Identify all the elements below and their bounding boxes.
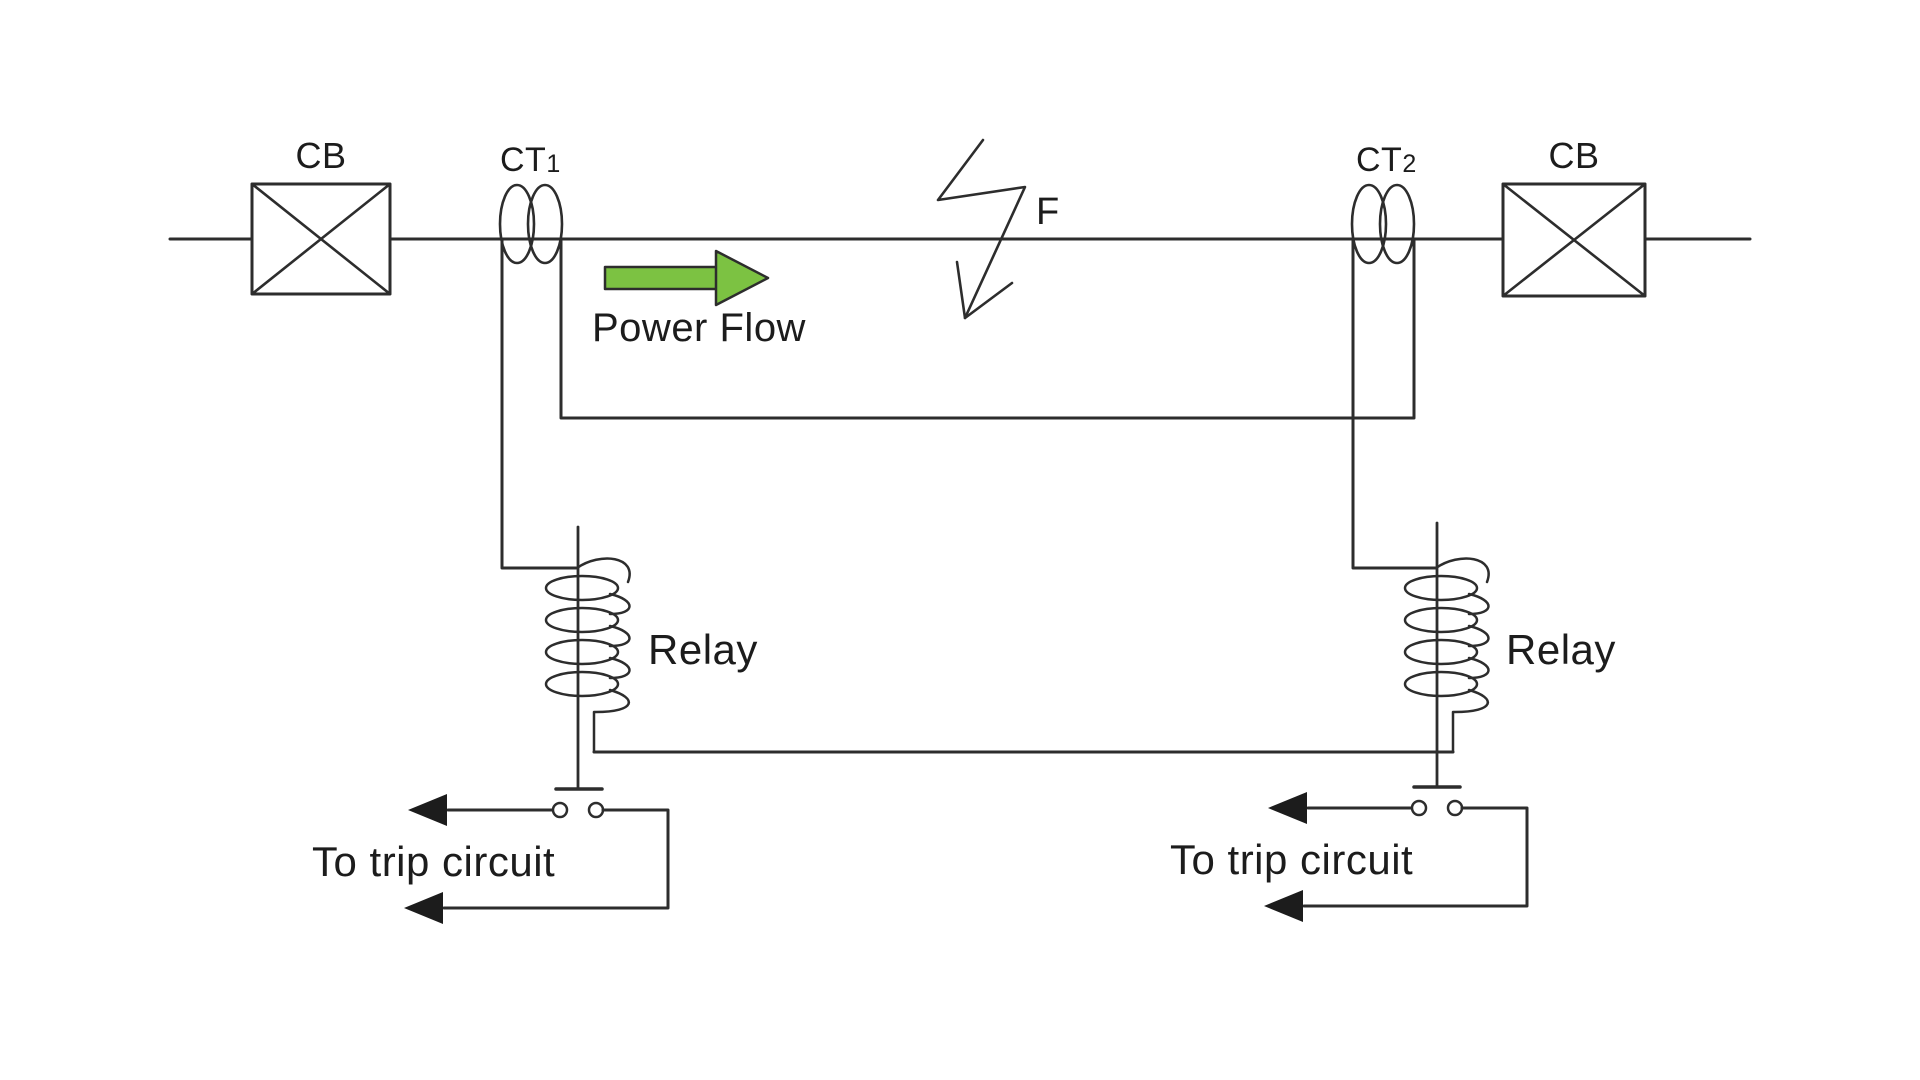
trip-right-contact-point [1446, 799, 1464, 817]
relay-left-label: Relay [648, 626, 758, 673]
trip-right-wire-lower [1302, 806, 1529, 908]
relay-right-coil-turn [1403, 670, 1479, 698]
ct1-symbol [498, 183, 564, 265]
trip-left-contact-point [551, 801, 569, 819]
trip-left-arrow-lower-icon [404, 892, 443, 924]
relay-left-coil-link [608, 624, 631, 648]
circuit-breaker-right [1501, 182, 1647, 298]
relay-right-coil-link [1467, 624, 1490, 648]
ct1-loop-right [526, 183, 564, 265]
relay-left-coil-entry [575, 557, 631, 584]
fault-bolt-arrowhead [955, 260, 1014, 320]
trip-right-contact-point [1410, 799, 1428, 817]
trip-left-contact-point [587, 801, 605, 819]
relay-right-coil-link [1467, 656, 1490, 680]
relay-right-coil-turn [1403, 574, 1479, 602]
ct2-label-subscript: 2 [1402, 150, 1416, 178]
ct2-loop-left [1350, 183, 1388, 265]
trip-right-arrow-upper-icon [1268, 792, 1307, 824]
ct1-loop-left [498, 183, 536, 265]
relay-left-coil-exit [592, 688, 630, 754]
trip-left-wire-lower [442, 808, 670, 910]
relay-left-coil-link [608, 656, 631, 680]
ct1-label-prefix: CT [500, 141, 546, 179]
ct1-ct2-secondary-link-wire [559, 237, 1416, 420]
relay-right [1403, 521, 1490, 789]
ct2-loop-right [1378, 183, 1416, 265]
trip-contact-right [1264, 792, 1529, 922]
power-flow-arrow-shaft [603, 265, 719, 291]
relay-left-coil-link [608, 592, 631, 616]
relay-left-coil-turn [544, 638, 620, 666]
trip-left-label: To trip circuit [312, 838, 555, 885]
trip-right-label: To trip circuit [1170, 836, 1413, 883]
fault-label: F [1036, 191, 1060, 233]
cb-right-cross-icon [1501, 182, 1647, 298]
relay-left [544, 525, 631, 791]
relay-right-coil-exit [1451, 688, 1489, 754]
trip-contact-left [404, 794, 670, 924]
power-flow-arrow-head [714, 249, 770, 307]
fault-bolt-icon [936, 138, 1027, 320]
relay-right-coil-icon [1403, 557, 1490, 754]
cb-left-cross-icon [250, 182, 392, 296]
cb-right-label: CB [1548, 135, 1599, 176]
ct1-label: CT1 [500, 141, 561, 179]
relay-right-coil-entry [1434, 557, 1490, 584]
power-flow-arrow-icon [603, 249, 770, 307]
ct2-label: CT2 [1356, 141, 1417, 179]
relay-left-coil-icon [544, 557, 631, 754]
circuit-breaker-left [250, 182, 392, 296]
relay-right-coil-turn [1403, 606, 1479, 634]
relay-left-coil-turn [544, 670, 620, 698]
power-flow-label: Power Flow [592, 306, 806, 350]
trip-right-arrow-lower-icon [1264, 890, 1303, 922]
cb-left-label: CB [295, 135, 346, 176]
ct1-secondary-wire-left [500, 237, 578, 570]
relay-left-coil-turn [544, 574, 620, 602]
relay-right-coil-link [1467, 592, 1490, 616]
relay-right-label: Relay [1506, 626, 1616, 673]
ct2-label-prefix: CT [1356, 141, 1402, 179]
trip-left-arrow-upper-icon [408, 794, 447, 826]
ct1-label-subscript: 1 [546, 150, 560, 178]
relay-left-coil-turn [544, 606, 620, 634]
diagram-linework [168, 138, 1752, 924]
fault-bolt-zigzag [936, 138, 1027, 320]
diagram-labels: CB CB CT1 CT2 F Power Flow Relay Relay T… [295, 135, 1615, 885]
relay-right-coil-turn [1403, 638, 1479, 666]
ct2-symbol [1350, 183, 1416, 265]
ct2-secondary-wire-left [1351, 237, 1438, 570]
